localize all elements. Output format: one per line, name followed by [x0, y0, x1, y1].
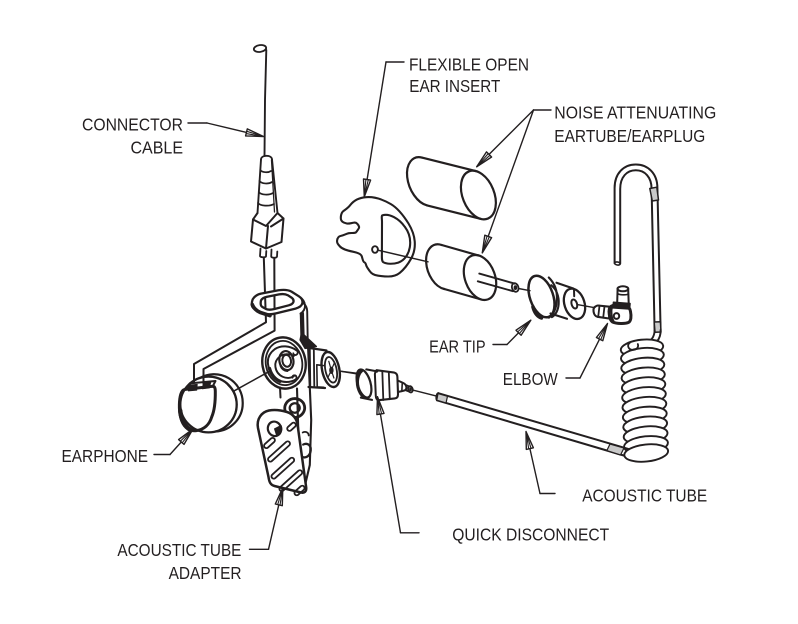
svg-text:EAR TIP: EAR TIP	[429, 336, 486, 356]
svg-text:ACOUSTIC TUBE: ACOUSTIC TUBE	[117, 540, 241, 560]
svg-text:QUICK DISCONNECT: QUICK DISCONNECT	[452, 525, 609, 545]
svg-text:CONNECTOR: CONNECTOR	[82, 114, 183, 134]
svg-text:EAR INSERT: EAR INSERT	[409, 76, 500, 96]
svg-text:EARPHONE: EARPHONE	[62, 446, 149, 466]
svg-text:FLEXIBLE OPEN: FLEXIBLE OPEN	[409, 54, 529, 74]
svg-text:ACOUSTIC TUBE: ACOUSTIC TUBE	[582, 485, 707, 505]
svg-text:NOISE ATTENUATING: NOISE ATTENUATING	[554, 103, 716, 123]
svg-text:CABLE: CABLE	[131, 138, 184, 158]
svg-text:ELBOW: ELBOW	[503, 369, 558, 389]
svg-text:ADAPTER: ADAPTER	[169, 563, 242, 583]
svg-text:EARTUBE/EARPLUG: EARTUBE/EARPLUG	[554, 126, 705, 146]
